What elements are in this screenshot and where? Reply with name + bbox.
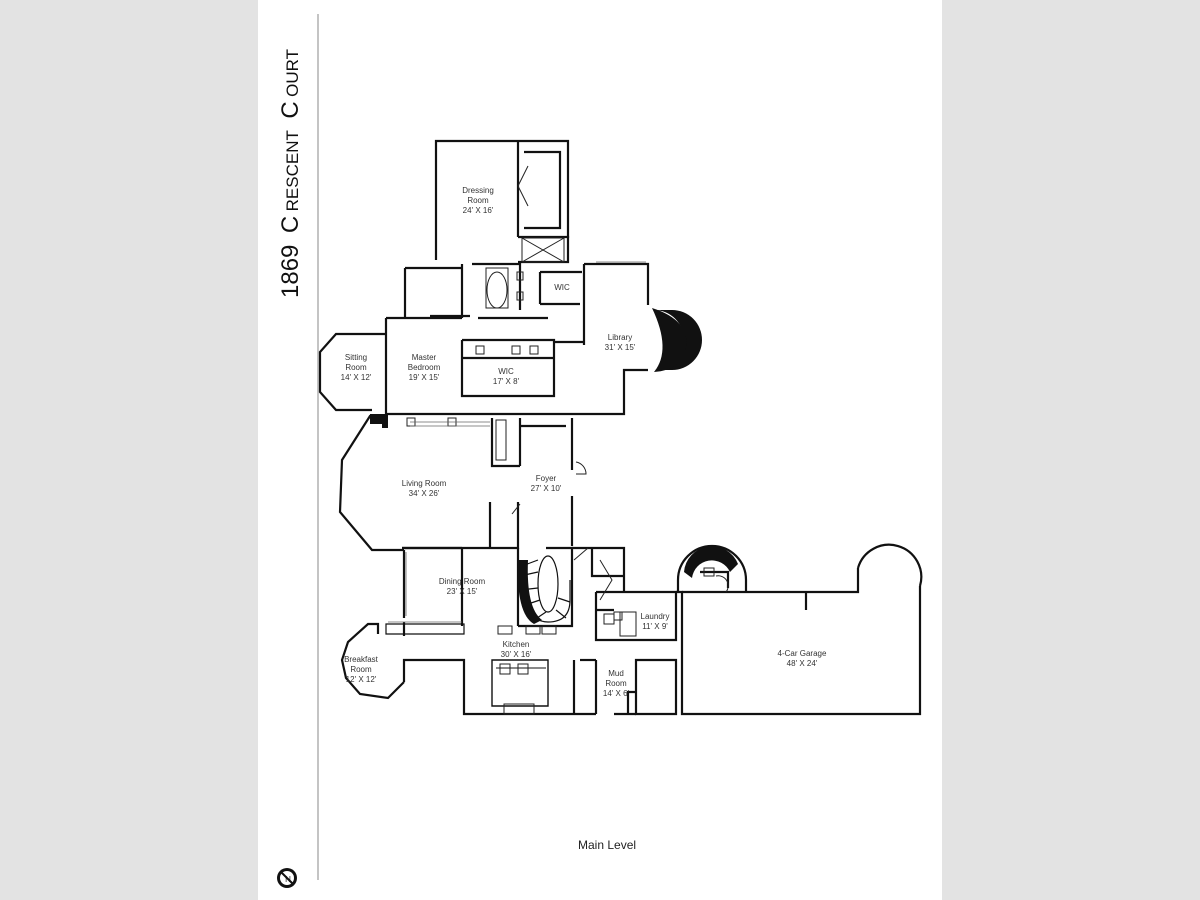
room-name-master-2: Bedroom — [408, 363, 441, 372]
walls — [318, 139, 923, 716]
room-name-breakfast-2: Room — [350, 665, 372, 674]
room-dim-master: 19' X 15' — [409, 373, 440, 382]
windows — [388, 261, 646, 623]
room-name-dining: Dining Room — [439, 577, 486, 586]
room-dim-garage: 48' X 24' — [787, 659, 818, 668]
room-name-sitting: Sitting — [345, 353, 367, 362]
north-compass-icon: N — [277, 868, 297, 888]
solid-walls — [370, 308, 738, 624]
room-name-sitting-2: Room — [345, 363, 367, 372]
room-name-foyer: Foyer — [536, 474, 557, 483]
fixtures — [406, 165, 729, 715]
room-name-wic-mid: WIC — [498, 367, 514, 376]
room-name-library: Library — [608, 333, 632, 342]
room-dim-laundry: 11' X 9' — [642, 622, 668, 631]
level-label: Main Level — [578, 838, 637, 852]
room-name-dressing: Dressing — [462, 186, 494, 195]
room-dim-foyer: 27' X 10' — [531, 484, 562, 493]
room-name-laundry: Laundry — [641, 612, 670, 621]
room-dim-library: 31' X 15' — [605, 343, 636, 352]
room-name-dressing-2: Room — [467, 196, 489, 205]
room-dim-dressing: 24' X 16' — [463, 206, 494, 215]
room-dim-breakfast: 12' X 12' — [346, 675, 377, 684]
floorplan-sheet — [258, 0, 942, 900]
room-dim-dining: 23' X 15' — [447, 587, 478, 596]
room-dim-sitting: 14' X 12' — [341, 373, 372, 382]
room-dim-mud: 14' X 6' — [603, 689, 630, 698]
property-title: 1869 C RESCENT C OURT — [277, 49, 304, 298]
title-rest-1: RESCENT — [283, 130, 302, 211]
title-initial-1: C — [277, 216, 304, 233]
room-name-mud: Mud — [608, 669, 624, 678]
room-name-master: Master — [412, 353, 437, 362]
room-name-wic-top: WIC — [554, 283, 570, 292]
title-initial-2: C — [277, 101, 304, 118]
room-name-kitchen: Kitchen — [503, 640, 530, 649]
room-name-breakfast: Breakfast — [344, 655, 379, 664]
room-name-mud-2: Room — [605, 679, 627, 688]
title-number: 1869 — [277, 245, 304, 298]
compass-letter: N — [285, 875, 291, 884]
room-name-garage: 4-Car Garage — [778, 649, 827, 658]
room-dim-living: 34' X 26' — [409, 489, 440, 498]
svg-text:1869 C RESCENT: 1869 C RESCENT C OURT — [277, 49, 304, 298]
room-dim-wic-mid: 17' X 8' — [493, 377, 520, 386]
title-rest-2: OURT — [283, 49, 302, 97]
room-dim-kitchen: 30' X 16' — [501, 650, 532, 659]
room-name-living: Living Room — [402, 479, 447, 488]
